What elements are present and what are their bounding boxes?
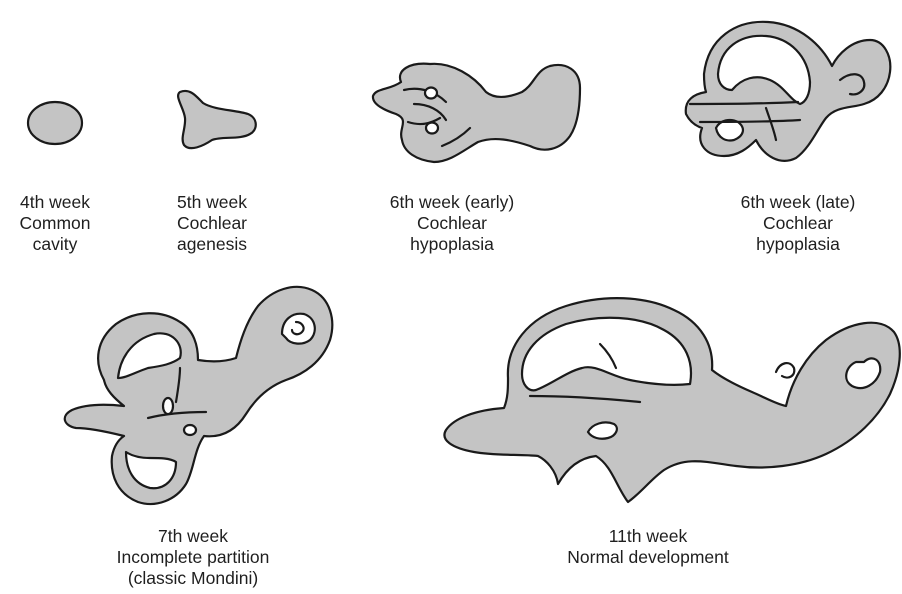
caption-line: (classic Mondini) (95, 568, 291, 589)
cochlear-hypoplasia-early-shape (373, 64, 580, 162)
common-cavity-shape (28, 102, 82, 144)
caption-stage-2: 5th week Cochlear agenesis (160, 192, 264, 255)
caption-line: Common (5, 213, 105, 234)
caption-stage-6: 11th week Normal development (548, 526, 748, 568)
caption-week: 5th week (160, 192, 264, 213)
caption-line: hypoplasia (706, 234, 890, 255)
caption-line: Cochlear (360, 213, 544, 234)
caption-stage-5: 7th week Incomplete partition (classic M… (95, 526, 291, 589)
caption-stage-4: 6th week (late) Cochlear hypoplasia (706, 192, 890, 255)
caption-stage-1: 4th week Common cavity (5, 192, 105, 255)
caption-week: 11th week (548, 526, 748, 547)
caption-line: Incomplete partition (95, 547, 291, 568)
caption-week: 7th week (95, 526, 291, 547)
cochlear-agenesis-shape (178, 91, 256, 148)
caption-week: 6th week (late) (706, 192, 890, 213)
incomplete-partition-shape (65, 287, 332, 504)
caption-line: agenesis (160, 234, 264, 255)
caption-line: Normal development (548, 547, 748, 568)
normal-development-shape (444, 298, 899, 502)
caption-week: 6th week (early) (360, 192, 544, 213)
caption-stage-3: 6th week (early) Cochlear hypoplasia (360, 192, 544, 255)
caption-line: Cochlear (160, 213, 264, 234)
caption-line: Cochlear (706, 213, 890, 234)
cochlear-hypoplasia-late-shape (686, 22, 891, 161)
caption-line: hypoplasia (360, 234, 544, 255)
caption-line: cavity (5, 234, 105, 255)
caption-week: 4th week (5, 192, 105, 213)
